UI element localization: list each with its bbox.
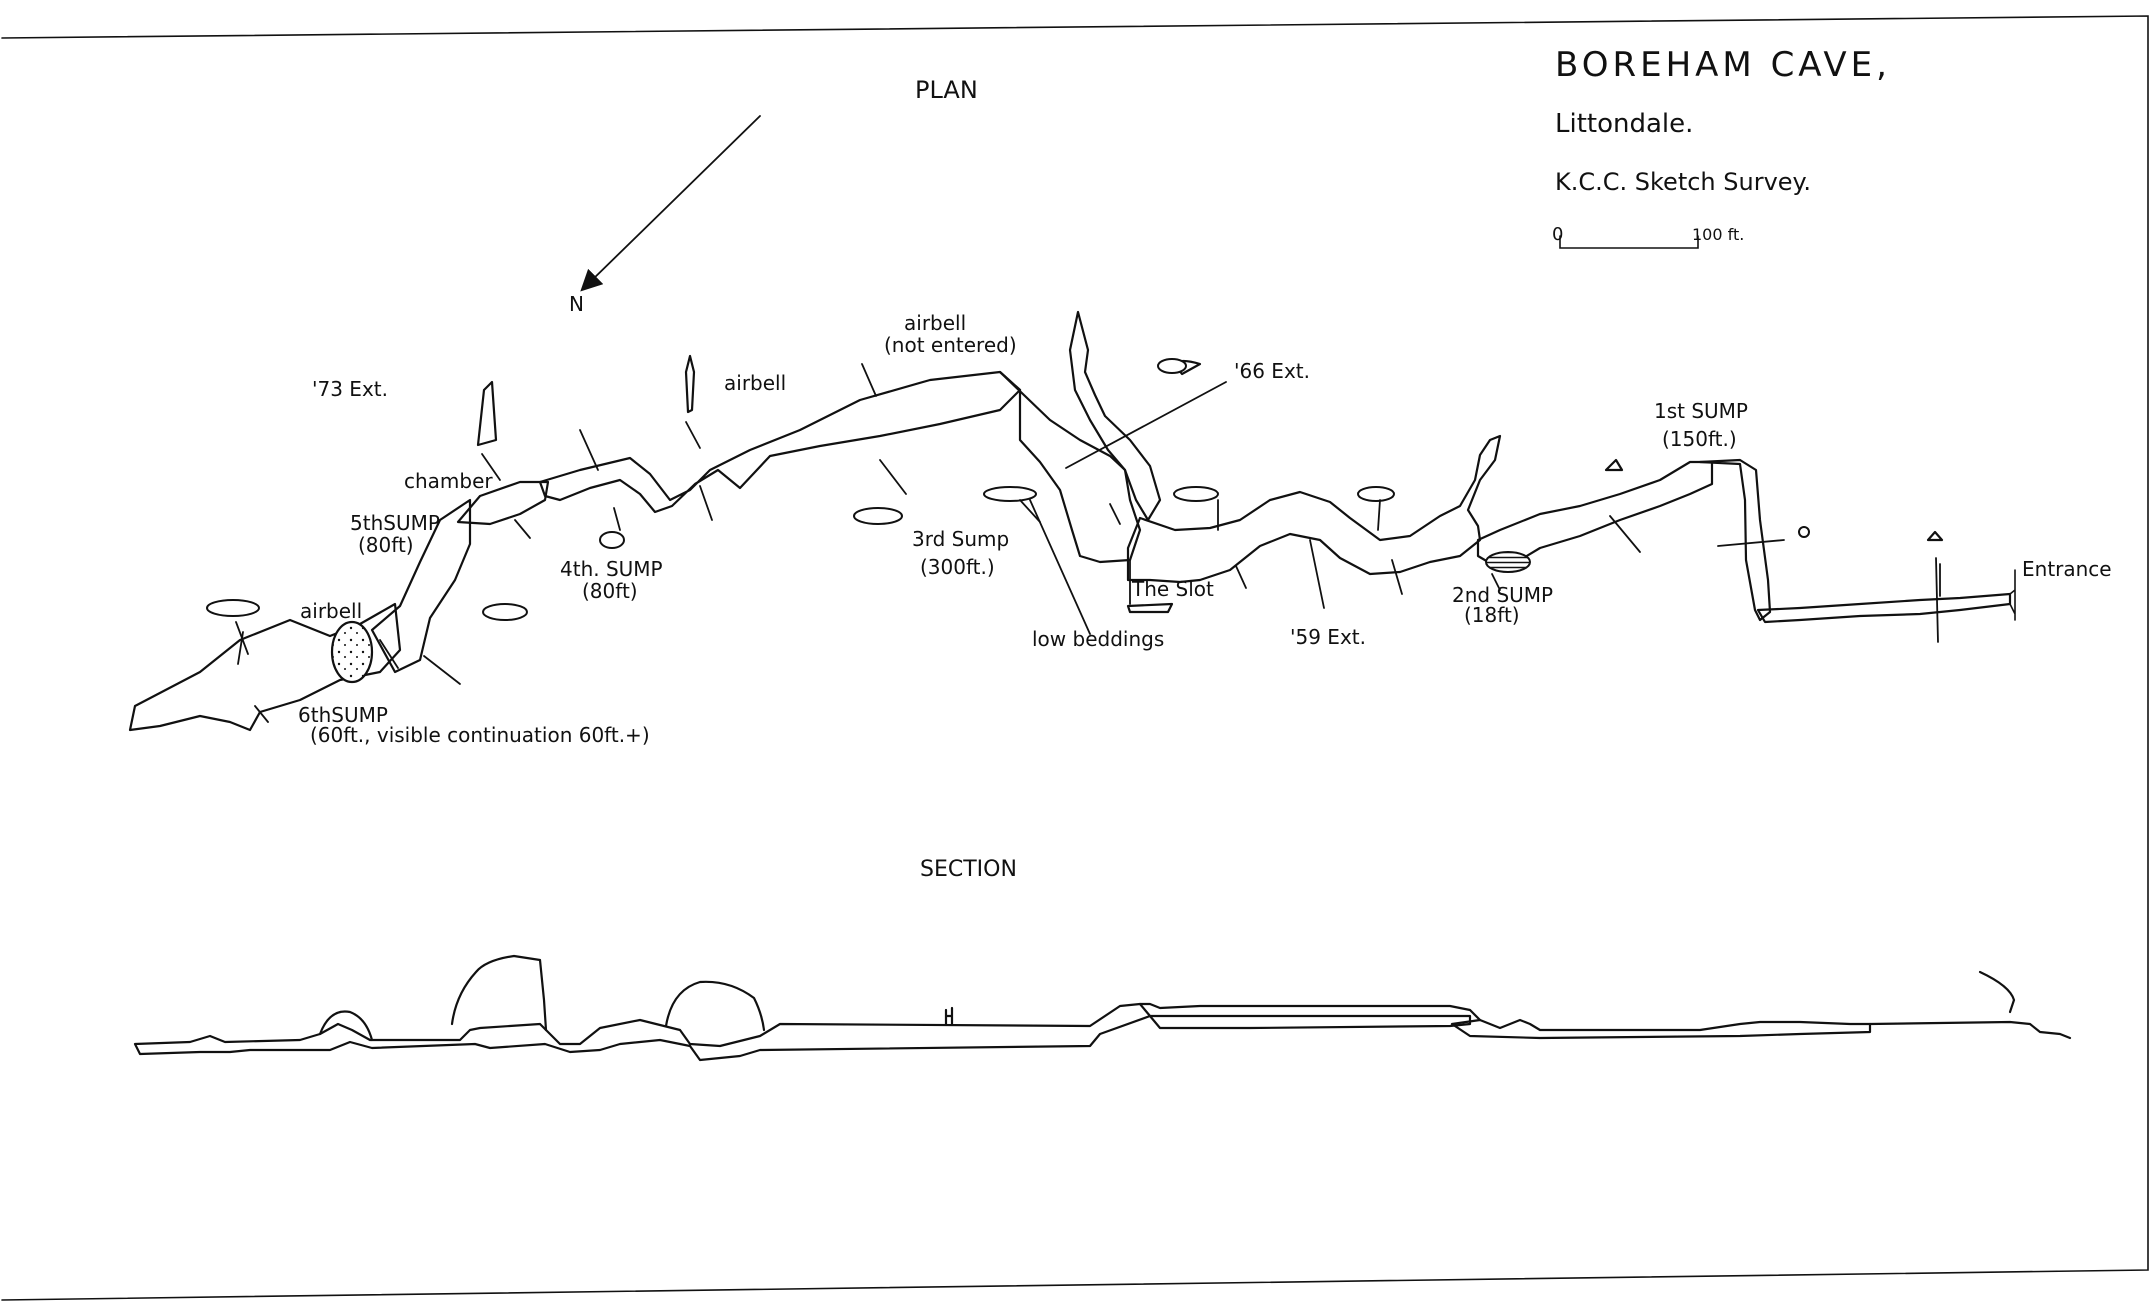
label-sump-4-1: 4th. SUMP	[560, 557, 663, 581]
label-entrance: Entrance	[2022, 557, 2112, 581]
entrance-edge	[2009, 569, 2016, 621]
ext-59-passage	[1126, 434, 1502, 584]
sump-4-passage	[538, 370, 1022, 514]
label-the-slot: The Slot	[1131, 577, 1214, 601]
scale-bar: 0 100 ft.	[1552, 224, 1744, 249]
section-heading: SECTION	[920, 857, 1017, 882]
section-entrance-step	[1868, 1020, 2072, 1040]
label-sump-4-2: (80ft)	[582, 579, 638, 603]
label-low-beddings: low beddings	[1032, 627, 1164, 651]
north-arrow: N	[569, 115, 761, 316]
cave-passage-section	[133, 954, 2072, 1062]
label-sump-2-1: 2nd SUMP	[1452, 583, 1553, 607]
outlying-features	[206, 354, 1944, 621]
title-block: BOREHAM CAVE, Littondale. K.C.C. Sketch …	[1552, 45, 1891, 249]
slot-shape	[1126, 602, 1174, 614]
north-label: N	[569, 292, 584, 316]
label-sump-3-1: 3rd Sump	[912, 527, 1009, 551]
label-ext-73: '73 Ext.	[312, 377, 388, 401]
label-sump-1-2: (150ft.)	[1662, 427, 1737, 451]
plan-labels: '73 Ext. chamber airbell airbell (not en…	[298, 311, 2112, 747]
label-ext-59: '59 Ext.	[1290, 625, 1366, 649]
section-dome-3	[664, 980, 766, 1032]
label-sump-5-2: (80ft)	[358, 533, 414, 557]
rock-isolated-1	[206, 599, 260, 617]
rock-isolated-8	[1157, 358, 1187, 374]
rock-isolated-6	[1173, 486, 1219, 502]
label-sump-1-1: 1st SUMP	[1654, 399, 1748, 423]
label-sump-3-2: (300ft.)	[920, 555, 995, 579]
survey-credit: K.C.C. Sketch Survey.	[1555, 168, 1811, 196]
section-dome-1	[318, 1010, 374, 1042]
section-sump-2-dip	[1450, 1018, 1872, 1040]
rock-isolated-7	[1357, 486, 1395, 502]
section-water-band	[133, 1002, 1152, 1062]
sump-5-passage	[370, 498, 472, 674]
rock-isolated-3	[599, 531, 625, 549]
sump-3-passage	[998, 370, 1142, 564]
label-sump-6-2: (60ft., visible continuation 60ft.+)	[310, 723, 650, 747]
section-shaft	[944, 1006, 954, 1026]
page-frame	[1, 15, 2149, 1301]
scale-end-label: 100 ft.	[1692, 225, 1744, 244]
chamber-shape	[456, 480, 550, 526]
marker-ring	[1798, 526, 1810, 538]
cave-passage-plan	[128, 310, 2016, 732]
survey-ticks	[235, 363, 1941, 723]
sump-2-pool	[1485, 551, 1531, 573]
entrance-passage	[1756, 592, 2012, 624]
label-sump-6-1: 6thSUMP	[298, 703, 388, 727]
plan-heading: PLAN	[915, 76, 978, 104]
airbell-sump-6	[330, 620, 374, 684]
section-roof-line	[1138, 1002, 1482, 1022]
rock-isolated-5	[983, 486, 1037, 502]
section-entrance-slope	[1978, 970, 2016, 1014]
rock-isolated-2	[482, 603, 528, 621]
label-sump-5-1: 5thSUMP	[350, 511, 440, 535]
label-airbell-not-entered-2: (not entered)	[884, 333, 1017, 357]
north-arrow-icon	[580, 115, 761, 292]
ext-66-passage	[1068, 310, 1162, 522]
label-sump-2-2: (18ft)	[1464, 603, 1520, 627]
map-title: BOREHAM CAVE,	[1555, 45, 1891, 85]
label-ext-66: '66 Ext.	[1234, 359, 1310, 383]
label-chamber: chamber	[404, 469, 493, 493]
label-airbell-lower: airbell	[300, 599, 362, 623]
map-location: Littondale.	[1555, 109, 1693, 139]
airbell-73-ext	[476, 380, 498, 447]
label-airbell-not-entered-1: airbell	[904, 311, 966, 335]
sump-1-passage	[1698, 458, 1772, 622]
airbell-upper-shape	[684, 354, 696, 414]
rock-isolated-4	[853, 507, 903, 525]
tent-marker-2	[1926, 530, 1944, 542]
section-dome-2	[450, 954, 548, 1032]
label-airbell-upper: airbell	[724, 371, 786, 395]
tent-marker-1	[1604, 458, 1624, 472]
sump-2-passage	[1476, 460, 1714, 568]
section-floor-east	[1148, 1014, 1472, 1030]
scale-start-label: 0	[1552, 224, 1563, 245]
